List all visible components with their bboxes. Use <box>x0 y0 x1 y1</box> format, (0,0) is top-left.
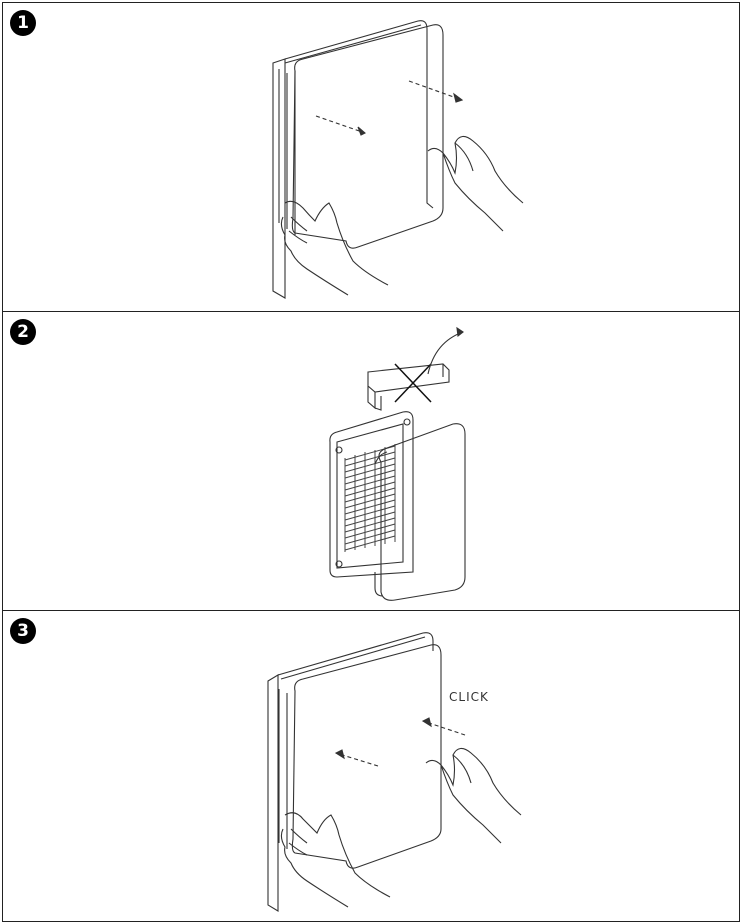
slide-arrow-right <box>408 80 463 101</box>
left-hand <box>280 200 389 296</box>
step-number-badge: 2 <box>10 319 36 345</box>
right-hand <box>427 135 524 232</box>
click-annotation: CLICK <box>449 690 489 704</box>
filter-grille <box>344 444 396 552</box>
step-number-badge: 1 <box>10 10 36 36</box>
front-cover <box>291 24 444 249</box>
device-housing <box>267 674 279 912</box>
front-cover <box>378 423 466 601</box>
step-3-illustration <box>267 632 522 912</box>
right-hand <box>425 747 522 844</box>
device-back-plate <box>277 632 434 676</box>
left-hand <box>280 812 391 908</box>
step-1-illustration <box>272 20 524 299</box>
slide-arrow-left <box>315 115 366 134</box>
step-2-panel: 2 <box>2 311 740 611</box>
step-3-panel: 3 CLICK <box>2 610 740 922</box>
cross-out-icon <box>394 363 432 403</box>
remove-arrow <box>427 331 464 375</box>
device-back-plate <box>284 20 434 209</box>
step-1-panel: 1 <box>2 2 740 312</box>
front-cover <box>291 644 442 869</box>
step-2-illustration <box>329 326 466 601</box>
step-number-badge: 3 <box>10 618 36 644</box>
device-housing <box>329 411 414 578</box>
device-housing <box>272 58 286 299</box>
